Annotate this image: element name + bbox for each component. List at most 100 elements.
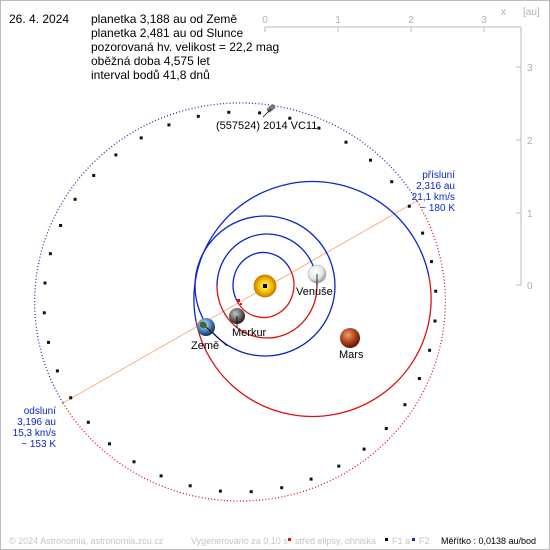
ellipse-center-marker xyxy=(240,303,242,305)
orbit-interval-point xyxy=(337,464,341,468)
sun-center-marker xyxy=(263,284,267,288)
earth-orbit xyxy=(194,215,336,357)
mars-icon xyxy=(340,328,360,348)
legend-center-label: střed elipsy, ohniska xyxy=(295,536,376,546)
orbit-interval-point xyxy=(390,180,394,184)
perihelion-annotation: přísluní 2,316 au 21,1 km/s ~ 180 K xyxy=(412,170,456,214)
perihelion-title: přísluní xyxy=(422,170,455,181)
orbit-interval-point xyxy=(108,442,111,446)
footer: © 2024 Astronomia, astronomia.zcu.cz Vyg… xyxy=(9,536,536,546)
orbit-interval-point xyxy=(369,158,372,162)
scale-label: Měřítko : 0,0138 au/bod xyxy=(441,536,536,546)
orbit-interval-point xyxy=(344,140,348,144)
orbit-interval-point xyxy=(430,260,433,264)
unit-label: [au] xyxy=(523,7,540,18)
y-tick-label: 1 xyxy=(527,209,533,220)
asteroid-orbit-points xyxy=(42,110,438,494)
orbit-interval-point xyxy=(227,110,231,114)
mars-orbit xyxy=(193,180,432,418)
aphelion-speed: 15,3 km/s xyxy=(13,428,56,439)
orbit-interval-point xyxy=(249,490,253,494)
venus-label: Venuše xyxy=(296,286,333,298)
orbit-interval-point xyxy=(421,231,425,235)
axes: 0 1 2 3 x [au] 3 2 1 0 xyxy=(262,7,540,292)
x-axis-label: x xyxy=(501,7,506,18)
orbit-interval-point xyxy=(280,486,284,490)
y-tick-label: 2 xyxy=(527,136,533,147)
legend-f2-marker xyxy=(412,538,415,541)
aphelion-annotation: odsluní 3,196 au 15,3 km/s ~ 153 K xyxy=(13,406,57,450)
orbit-interval-point xyxy=(139,136,143,140)
orbit-interval-point xyxy=(159,474,163,478)
info-line: interval bodů 41,8 dnů xyxy=(91,68,210,82)
orbit-interval-point xyxy=(188,484,192,488)
x-tick-label: 1 xyxy=(335,15,341,26)
orbit-interval-point xyxy=(428,348,432,352)
ellipse-center-marker xyxy=(237,299,240,302)
generated-text: Vygenerováno za 0,10 s xyxy=(191,536,288,546)
orbit-interval-point xyxy=(86,420,90,424)
orbit-interval-point xyxy=(317,126,321,130)
asteroid-body xyxy=(266,104,276,113)
perihelion-speed: 21,1 km/s xyxy=(412,192,455,203)
info-line: planetka 3,188 au od Země xyxy=(91,12,237,26)
perihelion-temp: ~ 180 K xyxy=(420,203,455,214)
orbit-interval-point xyxy=(43,281,47,285)
orbit-interval-point xyxy=(417,377,421,380)
venus-orbit xyxy=(216,233,318,339)
info-line: oběžná doba 4,575 let xyxy=(91,54,210,68)
mercury-orbit xyxy=(232,251,295,319)
orbit-interval-point xyxy=(434,289,438,293)
mars-orbit-red xyxy=(195,276,432,418)
orbit-interval-point xyxy=(73,197,77,201)
mercury-label: Merkur xyxy=(232,327,267,339)
orbit-interval-point xyxy=(69,396,73,400)
aphelion-temp: ~ 153 K xyxy=(21,439,56,450)
orbit-interval-point xyxy=(288,116,292,120)
asteroid-orbit-lower xyxy=(62,200,447,502)
info-line: pozorovaná hv. velikost = 22,2 mag xyxy=(91,40,279,54)
orbit-interval-point xyxy=(218,489,222,493)
orbit-interval-point xyxy=(403,403,407,407)
mars-label: Mars xyxy=(339,349,364,361)
orbit-interval-point xyxy=(167,123,171,127)
asteroid-label: (557524) 2014 VC11 xyxy=(216,120,317,132)
aphelion-distance: 3,196 au xyxy=(17,417,56,428)
orbit-interval-point xyxy=(433,319,437,323)
copyright-text: © 2024 Astronomia, astronomia.zcu.cz xyxy=(9,536,164,546)
info-line: planetka 2,481 au od Slunce xyxy=(91,26,243,40)
orbit-interval-point xyxy=(309,477,313,481)
legend-center-marker xyxy=(288,538,291,541)
orbit-interval-point xyxy=(362,447,366,451)
y-tick-label: 0 xyxy=(527,281,533,292)
asteroid-orbit xyxy=(33,102,447,502)
orbit-interval-point xyxy=(407,204,411,208)
legend-f2-label: F2 xyxy=(419,536,430,546)
x-tick-label: 3 xyxy=(481,15,487,26)
orbit-interval-point xyxy=(42,311,46,315)
mercury-orbit-blue xyxy=(232,251,291,302)
asteroid-orbit-upper xyxy=(33,102,418,404)
venus-orbit-red xyxy=(216,285,318,339)
legend-f1-label: F1 a xyxy=(392,536,410,546)
x-tick-label: 2 xyxy=(408,15,414,26)
perihelion-distance: 2,316 au xyxy=(416,181,455,192)
asteroid-pointer xyxy=(262,108,272,118)
mars-orbit-blue xyxy=(193,180,430,322)
orbit-interval-point xyxy=(55,369,59,373)
orbit-interval-point xyxy=(258,111,262,115)
y-tick-label: 3 xyxy=(527,63,533,74)
asteroid-icon xyxy=(262,104,276,118)
orbit-interval-point xyxy=(59,224,63,227)
orbit-interval-point xyxy=(384,427,388,430)
earth-pointer xyxy=(205,326,228,347)
date-label: 26. 4. 2024 xyxy=(9,12,69,26)
orbit-interval-point xyxy=(92,174,96,177)
earth-label: Země xyxy=(191,340,219,352)
orbit-interval-point xyxy=(132,460,136,464)
aphelion-title: odsluní xyxy=(24,406,56,417)
legend-f1-marker xyxy=(385,538,388,541)
orbit-interval-point xyxy=(196,114,200,118)
